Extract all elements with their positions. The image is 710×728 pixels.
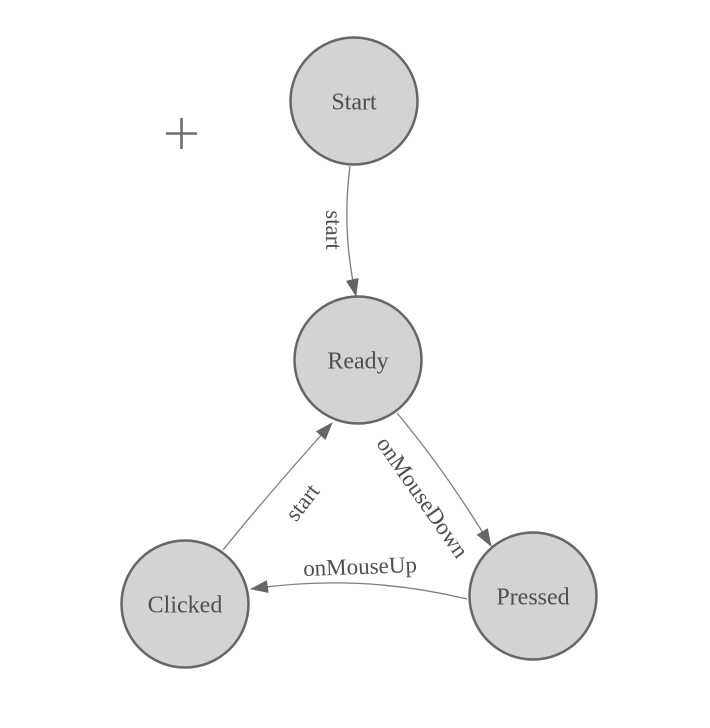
state-node-ready-label: Ready [327, 348, 388, 374]
edge-ready-to-pressed[interactable] [396, 412, 492, 547]
state-node-start[interactable]: Start [289, 36, 419, 166]
crosshair-icon [166, 118, 197, 149]
state-node-clicked[interactable]: Clicked [120, 539, 250, 669]
state-node-ready-circle[interactable] [293, 295, 423, 425]
edge-label-onmouseup: onMouseUp [303, 552, 418, 581]
edge-start-to-ready[interactable] [345, 165, 359, 297]
state-node-clicked-label: Clicked [148, 592, 223, 618]
edge-label-start-left: start [280, 479, 324, 526]
state-node-clicked-circle[interactable] [120, 539, 250, 669]
edge-label-onmousedown: onMouseDown [372, 432, 474, 563]
edge-label-start-top: start [321, 210, 346, 250]
state-node-ready[interactable]: Ready [293, 295, 423, 425]
state-node-start-label: Start [331, 89, 377, 115]
state-node-start-circle[interactable] [289, 36, 419, 166]
state-node-pressed-circle[interactable] [468, 531, 598, 661]
edge-clicked-to-ready[interactable] [222, 422, 333, 551]
state-node-pressed[interactable]: Pressed [468, 531, 598, 661]
state-node-pressed-label: Pressed [496, 584, 569, 610]
edge-pressed-to-clicked[interactable] [250, 580, 468, 600]
